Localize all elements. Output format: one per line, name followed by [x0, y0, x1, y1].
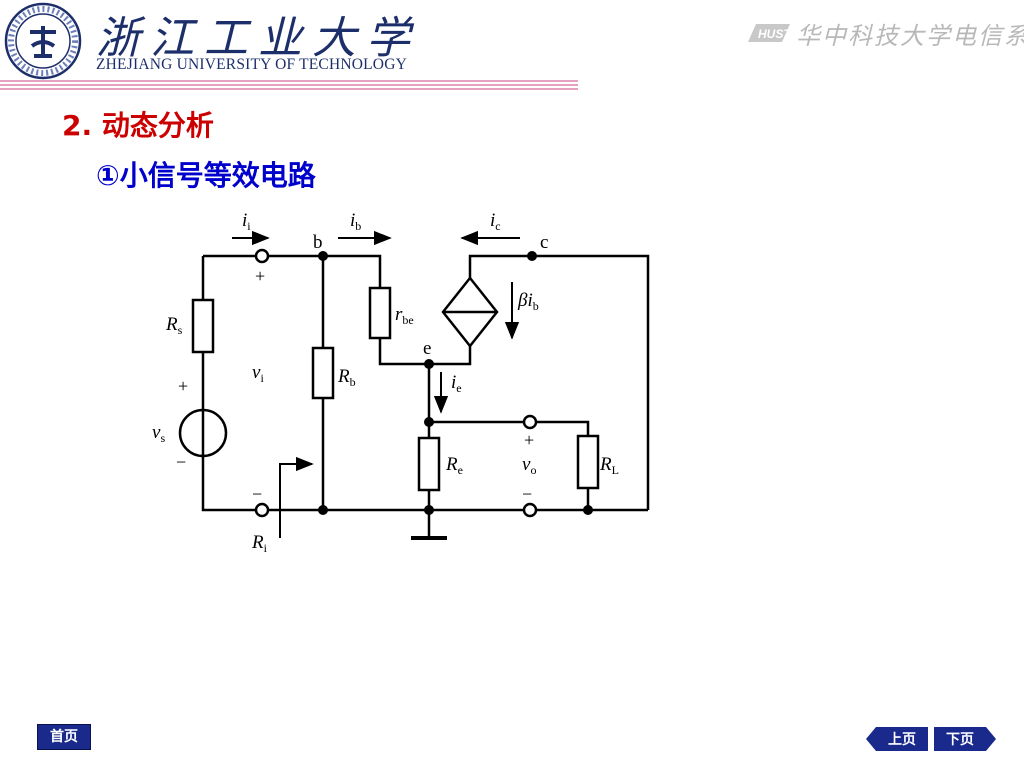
section-title: 2. 动态分析	[62, 109, 214, 142]
terminal-output-bottom	[522, 502, 538, 518]
label-vs-plus: +	[178, 376, 188, 396]
label-vi-minus: −	[252, 484, 262, 504]
label-node-b: b	[313, 232, 323, 253]
resistor-rs	[191, 298, 215, 354]
label-vo-minus: −	[522, 484, 532, 504]
node-bottom-rl-dot	[583, 505, 593, 515]
node-bottom-re-dot	[424, 505, 434, 515]
label-node-c: c	[540, 232, 548, 253]
terminal-input-top	[254, 248, 270, 264]
label-vo: vo	[522, 454, 536, 477]
label-rbe: rbe	[395, 304, 414, 327]
wire-top-b	[268, 254, 382, 288]
label-vs-minus: −	[176, 452, 186, 472]
svg-text:HUST: HUST	[758, 27, 792, 41]
resistor-re	[417, 436, 441, 492]
node-e-dot	[424, 359, 434, 369]
university-name-english: ZHEJIANG UNIVERSITY OF TECHNOLOGY	[96, 56, 407, 73]
home-button[interactable]: 首页	[37, 724, 91, 750]
terminal-output-top	[522, 414, 538, 430]
label-controlled-source: βib	[517, 290, 539, 313]
university-seal-icon	[4, 2, 82, 80]
label-vs: vs	[152, 422, 165, 445]
label-node-e: e	[423, 338, 431, 359]
department-name: 华中科技大学电信系	[796, 22, 1024, 50]
label-vi: vi	[252, 362, 264, 385]
label-rs: Rs	[165, 314, 183, 337]
controlled-current-source	[441, 275, 499, 349]
wire-out-top-right	[536, 420, 590, 436]
label-vi-plus: +	[255, 266, 265, 286]
node-c-dot	[527, 251, 537, 261]
prev-page-button[interactable]: 上页	[866, 727, 928, 751]
resistor-rb	[311, 346, 335, 400]
wire-left-bottom	[201, 456, 256, 512]
label-current-ii: ii	[242, 210, 251, 233]
resistor-rl	[576, 434, 600, 490]
hust-logo-icon: HUST	[748, 24, 792, 42]
arrow-ri	[279, 456, 314, 538]
label-rb: Rb	[337, 366, 356, 389]
label-ri: Ri	[251, 532, 268, 555]
next-page-button[interactable]: 下页	[934, 727, 996, 751]
university-name-chinese: 浙江工业大学	[96, 13, 420, 64]
svg-text:下页: 下页	[946, 732, 974, 748]
label-rl: RL	[599, 454, 619, 477]
terminal-input-bottom	[254, 502, 270, 518]
node-b-dot	[318, 251, 328, 261]
label-current-ie: ie	[451, 372, 462, 395]
wire-source-top	[468, 254, 650, 510]
svg-text:上页: 上页	[888, 732, 916, 748]
label-current-ib: ib	[350, 210, 361, 233]
label-current-ic: ic	[490, 210, 501, 233]
header-divider	[0, 80, 578, 90]
subsection-title: ①小信号等效电路	[96, 159, 316, 192]
label-re: Re	[445, 454, 463, 477]
resistor-rbe	[368, 286, 392, 340]
node-out-dot	[424, 417, 434, 427]
node-bottom-rb-dot	[318, 505, 328, 515]
label-vo-plus: +	[524, 430, 534, 450]
